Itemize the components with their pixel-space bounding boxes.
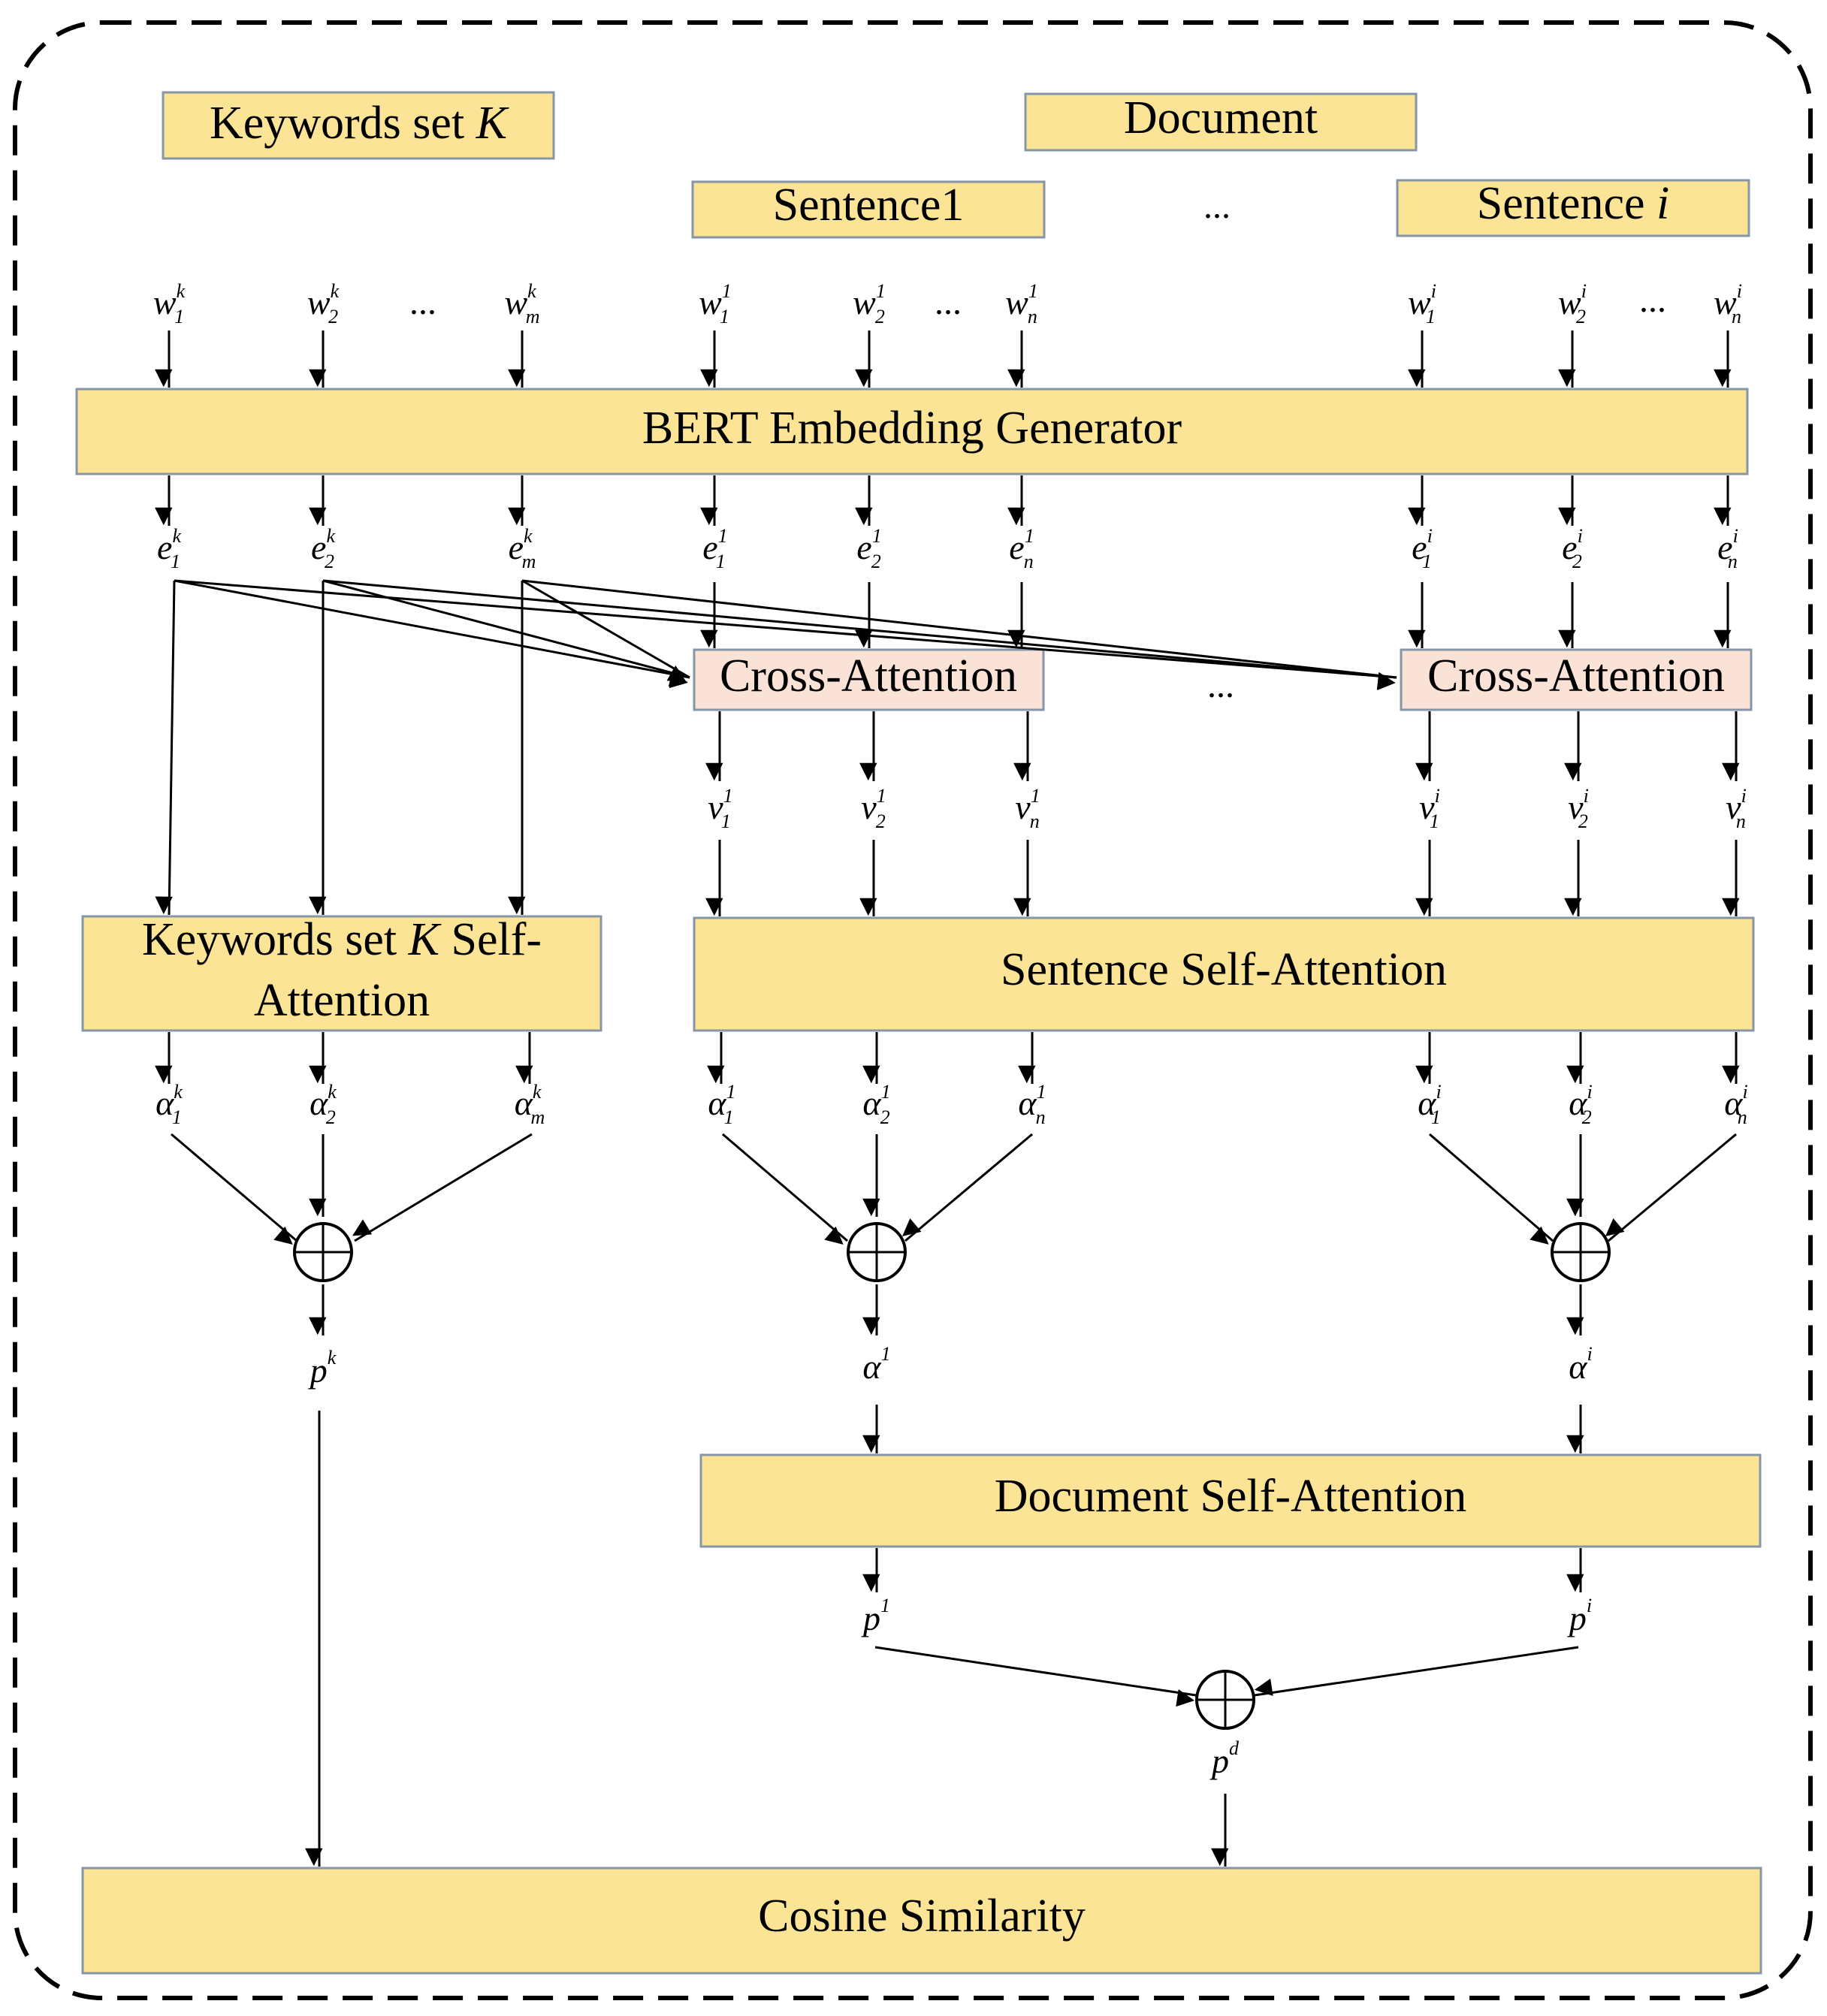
symbol-p-d: pd	[1209, 1737, 1240, 1780]
wire-layer	[155, 579, 1737, 1867]
ellipsis-sentences: ...	[1203, 186, 1231, 226]
symbol-p-i: pi	[1567, 1595, 1592, 1637]
document-box: Document	[1024, 92, 1418, 152]
cross-attention-1-box: Cross-Attention	[693, 648, 1045, 711]
sum-node-document	[1195, 1670, 1255, 1730]
keywords-set-box: Keywords set K	[162, 91, 555, 160]
bert-embedding-generator-box: BERT Embedding Generator	[75, 388, 1749, 475]
svg-text:Keywords set K: Keywords set K	[210, 98, 510, 149]
document-label: Document	[1124, 92, 1318, 143]
cosine-similarity-box: Cosine Similarity	[81, 1867, 1762, 1975]
cross-attention-1-label: Cross-Attention	[720, 650, 1017, 702]
column-arrow-layer	[155, 330, 1740, 1084]
keywords-self-attention-label-line2: Attention	[254, 975, 430, 1026]
ellipsis-sentence1-words: ...	[935, 282, 962, 322]
cross-attention-i-label: Cross-Attention	[1427, 650, 1725, 702]
ellipsis-keyword-words: ...	[409, 282, 436, 322]
sentence-self-attention-label: Sentence Self-Attention	[1001, 944, 1447, 995]
sum-node-sentence-i	[1551, 1222, 1611, 1282]
cosine-similarity-label: Cosine Similarity	[758, 1891, 1086, 1942]
ellipsis-cross-attention: ...	[1207, 665, 1234, 705]
sentence-self-attention-box: Sentence Self-Attention	[693, 916, 1755, 1032]
sentence-i-label: Sentence i	[1477, 178, 1670, 229]
keywords-self-attention-label-line1: Keywords set K Self-	[142, 914, 542, 965]
bert-label: BERT Embedding Generator	[642, 403, 1182, 454]
sentence-i-box: Sentence i	[1396, 178, 1750, 237]
document-self-attention-box: Document Self-Attention	[699, 1453, 1762, 1548]
symbol-p-k: pk	[308, 1347, 337, 1390]
symbol-alpha-sentence-1: α1	[862, 1343, 890, 1386]
keywords-set-label: Keywords set K	[210, 98, 510, 149]
ellipsis-sentence-i-words: ...	[1639, 280, 1666, 320]
document-self-attention-label: Document Self-Attention	[995, 1471, 1466, 1522]
sum-node-sentence-1	[847, 1222, 907, 1282]
cross-attention-i-box: Cross-Attention	[1400, 648, 1753, 711]
sum-node-keywords	[293, 1222, 353, 1282]
keywords-self-attention-box: Keywords set K Self- Attention	[81, 914, 602, 1032]
sentence1-label: Sentence1	[773, 180, 965, 231]
symbol-alpha-sentence-i: αi	[1569, 1343, 1592, 1386]
sentence1-box: Sentence1	[691, 180, 1046, 239]
outer-dashed-frame	[13, 20, 1813, 2000]
symbol-p-1: p1	[861, 1595, 890, 1637]
